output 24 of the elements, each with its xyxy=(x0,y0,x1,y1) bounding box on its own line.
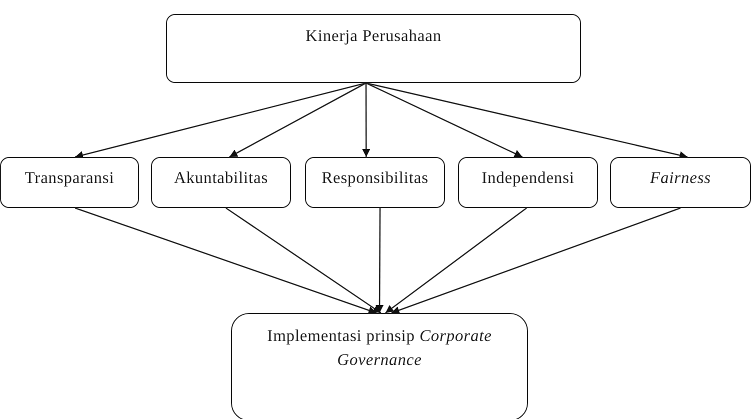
arrow xyxy=(366,82,688,160)
node-label: Transparansi xyxy=(24,167,116,189)
process-box xyxy=(231,313,528,419)
node-label: Fairness xyxy=(649,167,712,189)
process-box xyxy=(610,157,751,208)
process-box xyxy=(305,157,445,208)
arrow xyxy=(376,208,384,313)
arrow xyxy=(74,207,377,314)
node-label: Independensi xyxy=(480,167,576,189)
arrow xyxy=(229,82,366,158)
arrow xyxy=(362,83,370,157)
process-box xyxy=(166,14,581,83)
arrow xyxy=(226,207,382,314)
arrow xyxy=(74,82,366,159)
arrow xyxy=(385,207,527,314)
arrow xyxy=(391,207,681,314)
node-label: Responsibilitas xyxy=(320,167,430,189)
node-label: Akuntabilitas xyxy=(172,167,270,189)
arrow xyxy=(366,82,523,158)
node-label: Kinerja Perusahaan xyxy=(304,25,442,47)
process-box xyxy=(458,157,598,208)
process-box xyxy=(151,157,291,208)
process-box xyxy=(0,157,139,208)
node-label: Implementasi prinsip Corporate Governance xyxy=(266,325,493,371)
